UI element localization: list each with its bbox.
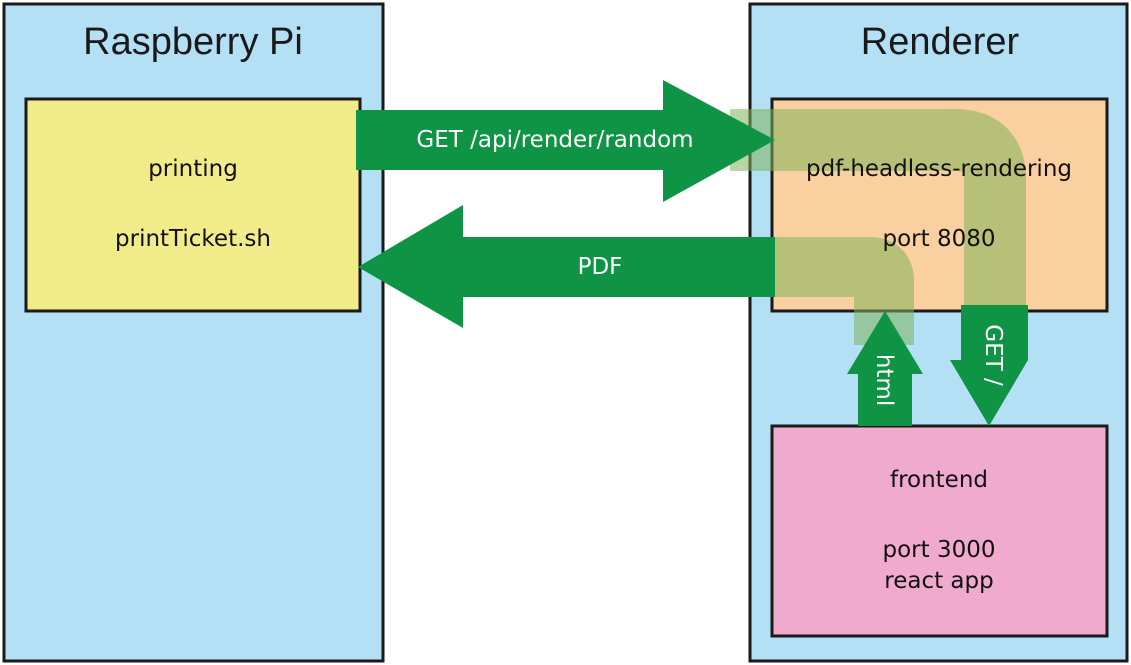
- print-script-label: printTicket.sh: [115, 226, 271, 252]
- frontend-label: frontend: [890, 467, 988, 493]
- html-arrow-label: html: [871, 354, 897, 406]
- pdf-renderer-label: pdf-headless-rendering: [806, 156, 1072, 182]
- get-route-path: [730, 109, 1026, 330]
- get-frontend-arrow: [950, 305, 1028, 426]
- get-frontend-arrow-label: GET /: [980, 324, 1006, 386]
- raspberry-pi-title: Raspberry Pi: [83, 21, 303, 63]
- frontend-app-label: react app: [884, 568, 993, 594]
- printing-label: printing: [148, 156, 238, 182]
- printing-box: [24, 97, 362, 313]
- html-arrow: [847, 311, 923, 426]
- pdf-arrow-label: PDF: [578, 254, 623, 280]
- html-route-path: [775, 237, 914, 345]
- pdf-renderer-port-label: port 8080: [883, 226, 996, 252]
- frontend-port-label: port 3000: [883, 537, 996, 563]
- request-arrow: [356, 80, 775, 202]
- request-arrow-label: GET /api/render/random: [416, 127, 693, 153]
- frontend-box: [770, 424, 1109, 638]
- pdf-arrow: [358, 205, 775, 328]
- renderer-title: Renderer: [861, 21, 1020, 63]
